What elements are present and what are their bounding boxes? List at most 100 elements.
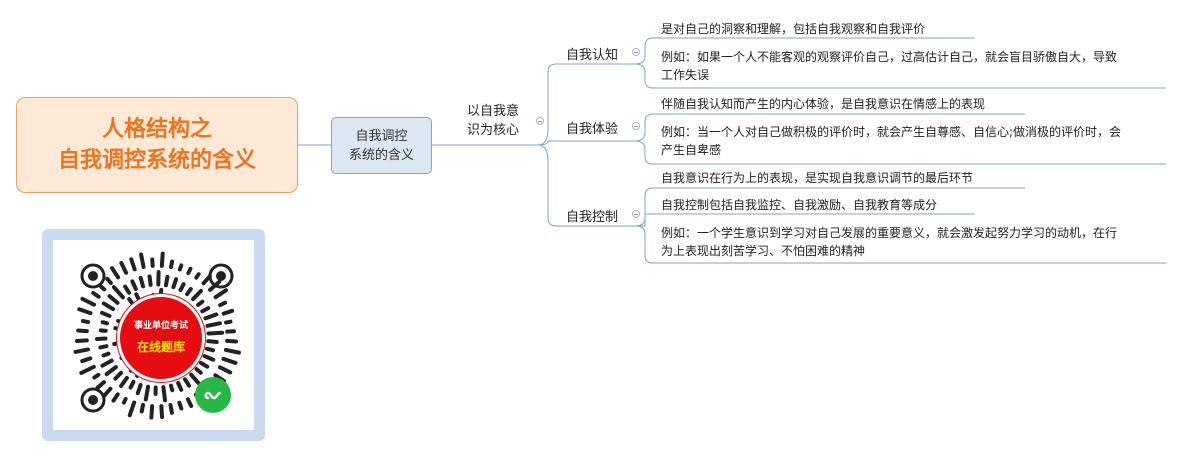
qr-mark (79, 364, 96, 375)
qr-mark (163, 274, 170, 288)
mini-program-logo-icon (195, 377, 231, 413)
collapse-toggle-icon[interactable] (536, 117, 544, 125)
qr-mark (100, 320, 110, 326)
qr-mark (198, 360, 210, 369)
qr-mark (168, 259, 175, 270)
qr-mark (130, 279, 138, 291)
qr-mark (161, 385, 168, 403)
qr-mark (100, 310, 112, 318)
leaf-node[interactable]: 例如：一个学生意识到学习对自己发展的重要意义，就会激发起努力学习的动机，在行 为… (661, 226, 1118, 258)
qr-mark (149, 404, 155, 420)
qr-mark (135, 382, 143, 396)
qr-mark (111, 285, 125, 300)
branch-self-experience[interactable]: 自我体验 (566, 122, 619, 137)
qr-mark (203, 312, 219, 321)
qr-mark (223, 347, 241, 355)
root-topic[interactable]: 人格结构之 自我调控系统的含义 (16, 97, 298, 193)
qr-mark (221, 308, 235, 316)
qr-mark (194, 272, 201, 280)
qr-mark (189, 372, 201, 386)
qr-mark (121, 396, 128, 405)
root-title-line1: 人格结构之 (101, 117, 212, 142)
qr-mark (80, 318, 91, 325)
qr-mark (200, 306, 211, 314)
qr-mark (159, 251, 165, 268)
qr-mark (99, 284, 107, 292)
qr-mark (147, 274, 153, 287)
qr-mark (204, 346, 216, 353)
qr-mark (206, 339, 219, 344)
qr-mark (191, 288, 203, 302)
branch-self-cognition[interactable]: 自我认知 (566, 48, 619, 63)
qr-mark (171, 277, 179, 290)
qr-mark (101, 351, 111, 358)
collapse-toggle-icon[interactable] (632, 48, 640, 56)
qr-mark (101, 301, 116, 312)
qr-mark (92, 372, 101, 380)
qr-mark (139, 402, 146, 414)
qr-mark (111, 392, 120, 403)
qr-mark (80, 296, 97, 307)
collapse-toggle-icon[interactable] (632, 122, 640, 130)
qr-mark (168, 403, 174, 415)
badge-bottom-text: 在线题库 (136, 340, 185, 354)
leaf-node[interactable]: 例如：如果一个人不能客观的观察评价自己，过高估计自己，就会盲目骄傲自大，导致 工… (661, 50, 1118, 82)
qr-mark (77, 307, 93, 316)
qr-mark (110, 266, 121, 280)
leaf-node[interactable]: 例如：当一个人对自己做积极的评价时，就会产生自尊感、自信心;做消极的评价时，会 … (661, 125, 1122, 157)
qr-mark (100, 358, 114, 368)
collapse-toggle-icon[interactable] (632, 210, 640, 218)
qr-mark (101, 386, 113, 399)
badge-top-text: 事业单位考试 (133, 321, 188, 331)
qr-mark (186, 266, 193, 276)
qr-mark (221, 356, 238, 365)
qr-mark (194, 367, 203, 375)
qr-mark (224, 319, 233, 325)
main-topic-node[interactable]: 自我调控 系统的含义 (331, 117, 432, 174)
qr-mark (91, 291, 101, 299)
qr-mark (107, 294, 120, 305)
qr-center-badge: 事业单位考试 在线题库 (117, 294, 205, 382)
branch-self-control[interactable]: 自我控制 (566, 210, 619, 225)
main-topic-line1: 自我调控 (355, 128, 408, 144)
subtopic-core-line2: 识为核心 (466, 123, 519, 138)
main-topic-line2: 系统的含义 (348, 147, 414, 163)
leaf-node[interactable]: 自我控制包括自我监控、自我激励、自我教育等成分 (661, 198, 938, 212)
qr-mark (218, 300, 228, 308)
subtopic-core[interactable]: 以自我意 识为核心 (458, 102, 528, 140)
qr-mark (225, 338, 239, 344)
qr-mark (185, 286, 193, 297)
qr-mark (119, 260, 129, 275)
qr-mark (129, 257, 137, 272)
qr-mark (113, 370, 123, 381)
leaf-node[interactable]: 是对自己的洞察和理解，包括自我观察和自我评价 (661, 22, 926, 36)
qr-mark (196, 299, 205, 307)
qr-mark (143, 384, 151, 402)
qr-mark (104, 365, 118, 377)
qr-mark (206, 330, 225, 336)
qr-mark (139, 252, 146, 269)
qr-mark (159, 404, 165, 420)
qr-mark (202, 354, 216, 362)
leaf-node[interactable]: 自我意识在行为上的表现，是实现自我意识调节的最后环节 (661, 171, 974, 185)
qr-mark (95, 380, 106, 390)
root-title-line2: 自我调控系统的含义 (57, 148, 256, 173)
qr-mark (177, 263, 184, 272)
qr-mark (185, 397, 194, 408)
qr-mark (205, 321, 222, 328)
qr-finder-ring (208, 263, 234, 289)
qr-mark (105, 276, 113, 285)
qr-mark (182, 377, 192, 388)
qr-mark (123, 284, 132, 295)
qr-mark (178, 282, 186, 293)
qr-mark (76, 328, 89, 334)
qr-finder-ring (80, 263, 106, 289)
qr-mark (74, 338, 89, 343)
qr-mark (138, 275, 146, 289)
qr-mark (119, 375, 129, 388)
qr-mark (217, 365, 233, 375)
qr-finder-dot (88, 271, 98, 281)
leaf-node[interactable]: 伴随自我认知而产生的内心体验，是自我意识在情感上的表现 (661, 97, 986, 111)
qr-mark (168, 383, 175, 393)
